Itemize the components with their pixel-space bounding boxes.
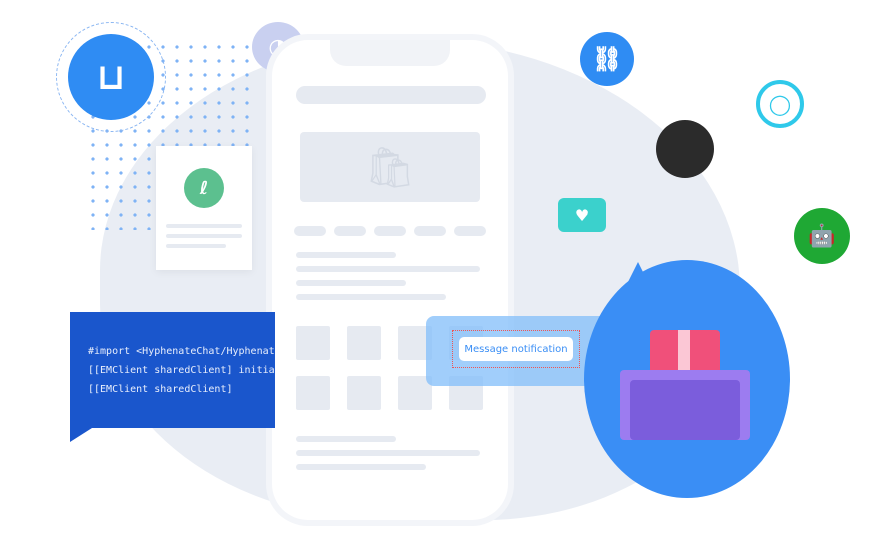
banner-image: 🛍 — [300, 132, 480, 202]
apple-icon — [656, 120, 714, 178]
code-line: [[EMClient sharedClient] — [88, 384, 233, 395]
phone-mockup: 🛍 — [272, 40, 508, 520]
code-snippet: #import <HyphenateChat/HyphenateChat.h> … — [70, 312, 275, 428]
heart-icon: ♥ — [558, 198, 606, 232]
planet-icon: ◯ — [756, 80, 804, 128]
message-notification-button[interactable]: Message notification — [459, 337, 573, 361]
phone-notch — [330, 40, 450, 66]
code-line: #import <HyphenateChat/HyphenateChat.h> — [88, 346, 275, 357]
mini-program-icon: ℓ — [184, 168, 224, 208]
android-icon: 🤖 — [794, 208, 850, 264]
uniapp-icon: ⊔ — [56, 22, 166, 132]
link-icon: ⛓ — [580, 32, 634, 86]
code-line: [[EMClient sharedClient] initializeSDKWi… — [88, 365, 275, 376]
mini-program-card: ℓ — [156, 146, 252, 270]
gift-icon — [620, 330, 760, 440]
